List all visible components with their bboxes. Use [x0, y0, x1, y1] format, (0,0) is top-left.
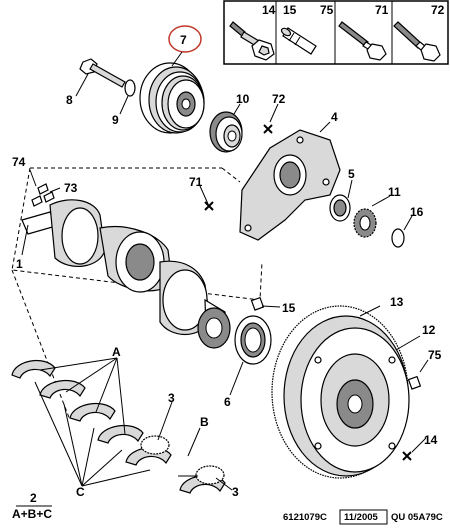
callout-1: 1 [16, 257, 23, 271]
callout-11: 11 [388, 185, 401, 199]
highlight-circle [168, 25, 202, 53]
rear-oil-seal [234, 315, 272, 365]
callout-8: 8 [66, 93, 73, 107]
callout-14: 14 [424, 433, 438, 447]
o-ring [391, 228, 405, 248]
bottom-set-label: A+B+C [12, 507, 52, 521]
callout-3-bottom: 3 [232, 485, 239, 499]
callout-A: A [112, 345, 121, 359]
callout-labels: 7 8 9 10 72 4 74 73 71 5 11 16 1 15 13 6… [12, 33, 442, 505]
callout-12: 12 [422, 323, 436, 337]
callout-B: B [200, 415, 209, 429]
legend-num-15: 15 [283, 3, 297, 17]
callout-5: 5 [348, 167, 355, 181]
legend-num-72: 72 [431, 3, 445, 17]
oil-seal [329, 194, 351, 222]
sensor-wheel [353, 208, 377, 238]
callout-10: 10 [236, 92, 250, 106]
dowel-15 [250, 296, 265, 311]
seal-housing [239, 129, 341, 241]
callout-13: 13 [390, 295, 404, 309]
callout-4: 4 [331, 110, 338, 124]
fastener-legend: 14 15 75 71 72 [223, 0, 449, 65]
callout-75: 75 [428, 348, 442, 362]
footer-reference: 6121079C 11/2005 QU 05A79C [283, 509, 443, 525]
bolt-long-icon [338, 21, 387, 61]
legend-num-75: 75 [320, 3, 334, 17]
dowel-pin-icon [280, 27, 317, 55]
pulley-bolt [79, 58, 136, 97]
callout-C: C [76, 485, 85, 499]
timing-sprocket [209, 111, 243, 153]
bolt-angled-icon [393, 21, 441, 62]
fastener-markers [204, 124, 412, 461]
footer-date: 11/2005 [344, 512, 379, 523]
footer-code: QU 05A79C [391, 512, 443, 523]
legend-num-71: 71 [375, 3, 389, 17]
dowel-75 [407, 375, 422, 390]
callout-2: 2 [30, 491, 37, 505]
callout-72: 72 [272, 92, 286, 106]
crankshaft-pulley [139, 62, 205, 134]
callout-71: 71 [189, 175, 203, 189]
callout-9: 9 [112, 113, 119, 127]
callout-16: 16 [410, 205, 424, 219]
bolt-hex-flange-icon [229, 21, 275, 61]
leader-lines [21, 73, 429, 491]
keys-73-74 [31, 183, 55, 207]
legend-num-14: 14 [262, 3, 276, 17]
crankshaft [21, 199, 231, 349]
callout-15: 15 [282, 301, 296, 315]
callout-6: 6 [224, 395, 231, 409]
bearing-shells [11, 359, 226, 494]
footer-ref: 6121079C [283, 512, 327, 523]
callout-3-top: 3 [168, 391, 175, 405]
callout-74: 74 [12, 155, 26, 169]
callout-7: 7 [180, 33, 187, 47]
flywheel [271, 305, 410, 479]
callout-73: 73 [64, 181, 78, 195]
